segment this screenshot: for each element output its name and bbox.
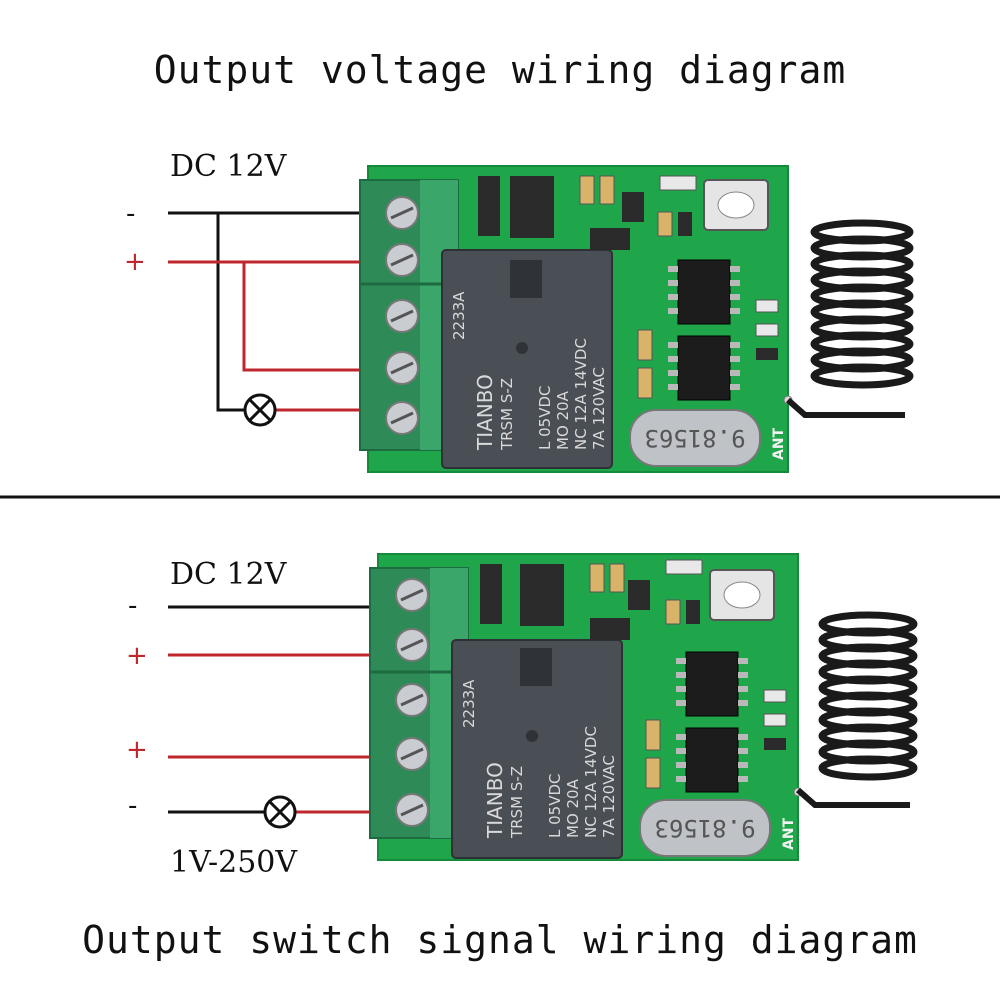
ic-chip-2: [668, 335, 740, 401]
relay-line-6: 7A 120VAC: [590, 367, 608, 450]
relay-line-5: NC 12A 14VDC: [582, 726, 600, 838]
top-lamp-icon: [243, 393, 277, 427]
bottom-supply-label: DC 12V: [170, 557, 288, 592]
bottom-relay-board: TIANBO TRSM S-Z L 05VDC MO 20A NC 12A 14…: [369, 553, 803, 861]
bottom-sign-negative: -: [128, 591, 137, 621]
bottom-antenna-coil: [796, 611, 918, 808]
bottom-diagram-title: Output switch signal wiring diagram: [82, 918, 918, 962]
bottom-load-voltage-label: 1V-250V: [170, 845, 298, 880]
relay-brand: TIANBO: [473, 374, 497, 451]
bottom-wiring: DC 12V - + + - 1V-250V: [126, 557, 405, 880]
top-sign-positive: +: [124, 247, 146, 277]
top-wiring: DC 12V - +: [124, 149, 395, 427]
top-diagram-title: Output voltage wiring diagram: [153, 48, 847, 92]
relay-line-4: MO 20A: [564, 778, 582, 838]
relay-line-3: L 05VDC: [546, 774, 564, 839]
bottom-load-sign-positive: +: [126, 735, 148, 765]
relay-line-4: MO 20A: [554, 390, 572, 450]
top-supply-label: DC 12V: [170, 149, 288, 184]
crystal-label: 9.81563: [654, 814, 755, 842]
bottom-lamp-icon: [263, 795, 297, 829]
top-sign-negative: -: [126, 199, 135, 229]
crystal-oscillator: [629, 409, 761, 467]
crystal-oscillator: [639, 799, 771, 857]
relay: [451, 639, 623, 859]
crystal-label: 9.81563: [644, 424, 745, 452]
relay-line-5: NC 12A 14VDC: [572, 338, 590, 450]
ic-chip-1: [668, 259, 740, 325]
relay-brand: TIANBO: [483, 762, 507, 839]
top-wire-negative-load: [216, 213, 244, 412]
relay: [441, 249, 613, 469]
top-antenna-coil: [786, 219, 914, 418]
ic-chip-1: [676, 651, 748, 717]
relay-model: 2233A: [460, 679, 478, 728]
bottom-load-sign-negative: -: [128, 791, 137, 821]
top-wire-positive-com: [242, 262, 395, 372]
relay-line-6: 7A 120VAC: [600, 755, 618, 838]
bottom-sign-positive: +: [126, 641, 148, 671]
antenna-label: ANT: [781, 817, 797, 850]
relay-line-2: TRSM S-Z: [508, 766, 526, 839]
ic-chip-2: [676, 727, 748, 793]
terminal-screws: [395, 578, 429, 827]
relay-line-2: TRSM S-Z: [498, 378, 516, 451]
relay-model: 2233A: [450, 291, 468, 340]
top-relay-board: TIANBO TRSM S-Z L 05VDC MO 20A NC 12A 14…: [359, 165, 793, 473]
antenna-label: ANT: [771, 427, 787, 460]
relay-line-3: L 05VDC: [536, 386, 554, 451]
terminal-screws: [385, 196, 419, 435]
